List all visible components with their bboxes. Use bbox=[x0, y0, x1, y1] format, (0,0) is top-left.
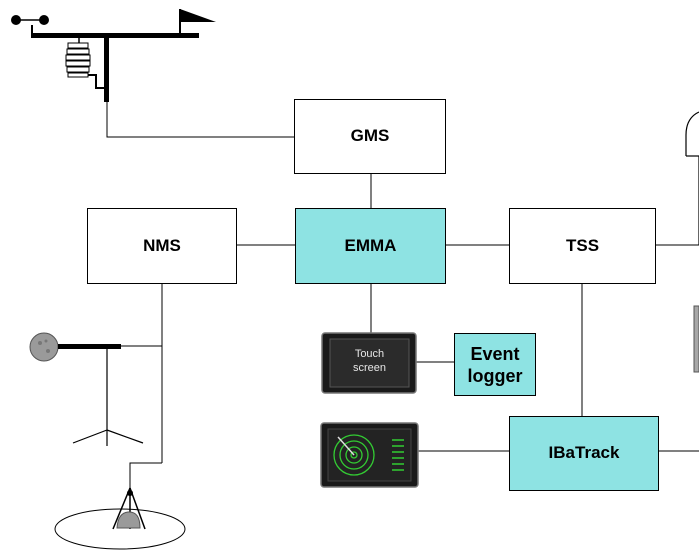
antenna-icon bbox=[685, 111, 699, 245]
link-weather-mast-gms bbox=[106, 100, 294, 138]
gms-label: GMS bbox=[350, 126, 390, 146]
tss-label: TSS bbox=[565, 235, 600, 255]
touch-screen-icon bbox=[321, 332, 417, 394]
emma-node: EMMA bbox=[295, 208, 446, 284]
link-nms-ground bbox=[129, 462, 162, 488]
emma-label: EMMA bbox=[344, 235, 397, 255]
rain-gauge-sensor-icon bbox=[29, 332, 121, 362]
ibatrack-node: IBaTrack bbox=[509, 416, 659, 491]
event-logger-node: Event logger bbox=[454, 333, 536, 396]
wind-vane-mast-icon bbox=[11, 9, 216, 102]
ibatrack-label: IBaTrack bbox=[548, 443, 620, 463]
radar-display-icon bbox=[320, 422, 419, 488]
tripod-sensor-icon bbox=[72, 346, 144, 446]
connection-lines bbox=[106, 100, 699, 488]
nms-node: NMS bbox=[87, 208, 237, 284]
nms-label: NMS bbox=[143, 235, 181, 255]
ground-sensor-icon bbox=[54, 487, 186, 550]
gms-node: GMS bbox=[294, 99, 446, 174]
touch-screen-label: Touch screen bbox=[352, 348, 387, 374]
event-logger-label: Event logger bbox=[467, 343, 523, 386]
tss-node: TSS bbox=[509, 208, 656, 284]
offscreen-device-icon bbox=[693, 305, 699, 373]
